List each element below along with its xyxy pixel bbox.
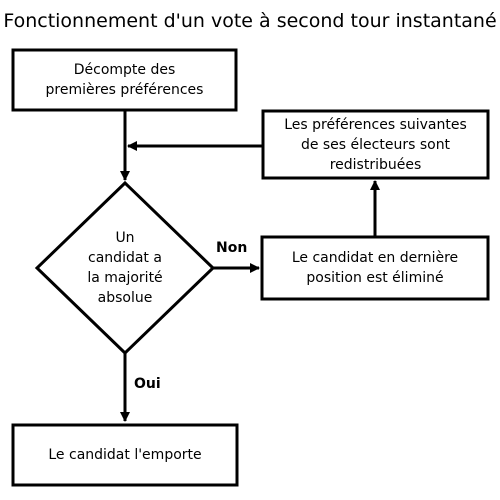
edge-label-no: Non [216,240,248,256]
node-majority-label: Un candidat a la majorité absolue [87,230,163,306]
node-redistribute-label: Les préférences suivantes de ses électeu… [284,116,467,173]
diagram-title: Fonctionnement d'un vote à second tour i… [3,10,497,32]
node-winner-box [11,423,239,487]
node-eliminate-box [260,235,490,301]
node-count-first-box [11,48,238,112]
node-eliminate-label: Le candidat en dernière position est éli… [291,250,459,286]
edge-label-yes: Oui [134,376,161,392]
node-count-first-label: Décompte des premières préférences [45,62,204,98]
node-redistribute-box [261,109,490,180]
node-winner-label: Le candidat l'emporte [48,447,202,463]
